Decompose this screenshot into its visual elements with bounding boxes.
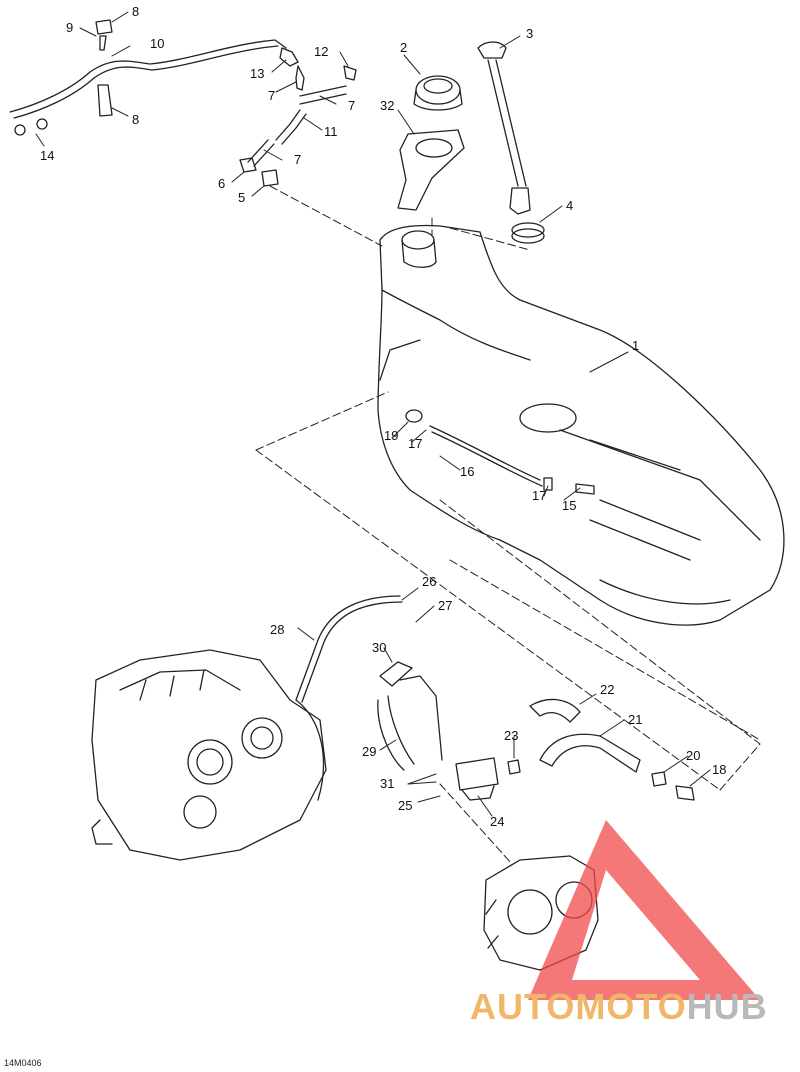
fuel-pump <box>455 757 695 801</box>
grommet <box>511 222 545 244</box>
callout-3: 3 <box>526 26 533 41</box>
callout-28: 28 <box>270 622 284 637</box>
callout-24: 24 <box>490 814 504 829</box>
tank-strap <box>397 129 465 211</box>
callout-8-a: 8 <box>132 4 139 19</box>
callout-17-a: 17 <box>408 436 422 451</box>
callout-13: 13 <box>250 66 264 81</box>
callout-32: 32 <box>380 98 394 113</box>
callout-23: 23 <box>504 728 518 743</box>
callout-labels: 1 2 3 4 5 6 7 7 7 8 8 9 10 11 12 13 14 1… <box>40 4 726 829</box>
callout-25: 25 <box>398 798 412 813</box>
alignment-lines <box>255 185 761 865</box>
callout-27: 27 <box>438 598 452 613</box>
callout-1: 1 <box>632 338 639 353</box>
fuel-line <box>405 409 595 495</box>
fuel-tank <box>377 224 785 626</box>
callout-21: 21 <box>628 712 642 727</box>
hoses <box>295 595 641 773</box>
watermark-text: AUTOMOTOHUB <box>470 986 768 1028</box>
callout-8-b: 8 <box>132 112 139 127</box>
engine <box>91 649 327 861</box>
callout-30: 30 <box>372 640 386 655</box>
vent-hose-assembly <box>9 19 357 187</box>
callout-12: 12 <box>314 44 328 59</box>
callout-31: 31 <box>380 776 394 791</box>
callout-7-a: 7 <box>268 88 275 103</box>
callout-16: 16 <box>460 464 474 479</box>
callout-4: 4 <box>566 198 573 213</box>
callout-22: 22 <box>600 682 614 697</box>
fuel-gauge <box>477 41 531 215</box>
callout-17-b: 17 <box>532 488 546 503</box>
callout-20: 20 <box>686 748 700 763</box>
watermark-logo <box>528 820 760 1000</box>
callout-14: 14 <box>40 148 54 163</box>
figure-id: 14M0406 <box>4 1058 42 1068</box>
leader-lines <box>35 11 711 817</box>
callout-7-b: 7 <box>348 98 355 113</box>
callout-19: 19 <box>384 428 398 443</box>
callout-5: 5 <box>238 190 245 205</box>
callout-6: 6 <box>218 176 225 191</box>
callout-2: 2 <box>400 40 407 55</box>
callout-11: 11 <box>324 124 338 139</box>
callout-15: 15 <box>562 498 576 513</box>
callout-10: 10 <box>150 36 164 51</box>
fuel-cap <box>413 75 463 111</box>
watermark-text-part2: HUB <box>686 986 768 1027</box>
callout-9: 9 <box>66 20 73 35</box>
callout-29: 29 <box>362 744 376 759</box>
callout-26: 26 <box>422 574 436 589</box>
callout-18: 18 <box>712 762 726 777</box>
watermark-text-part1: AUTOMOTO <box>470 986 687 1027</box>
callout-7-c: 7 <box>294 152 301 167</box>
